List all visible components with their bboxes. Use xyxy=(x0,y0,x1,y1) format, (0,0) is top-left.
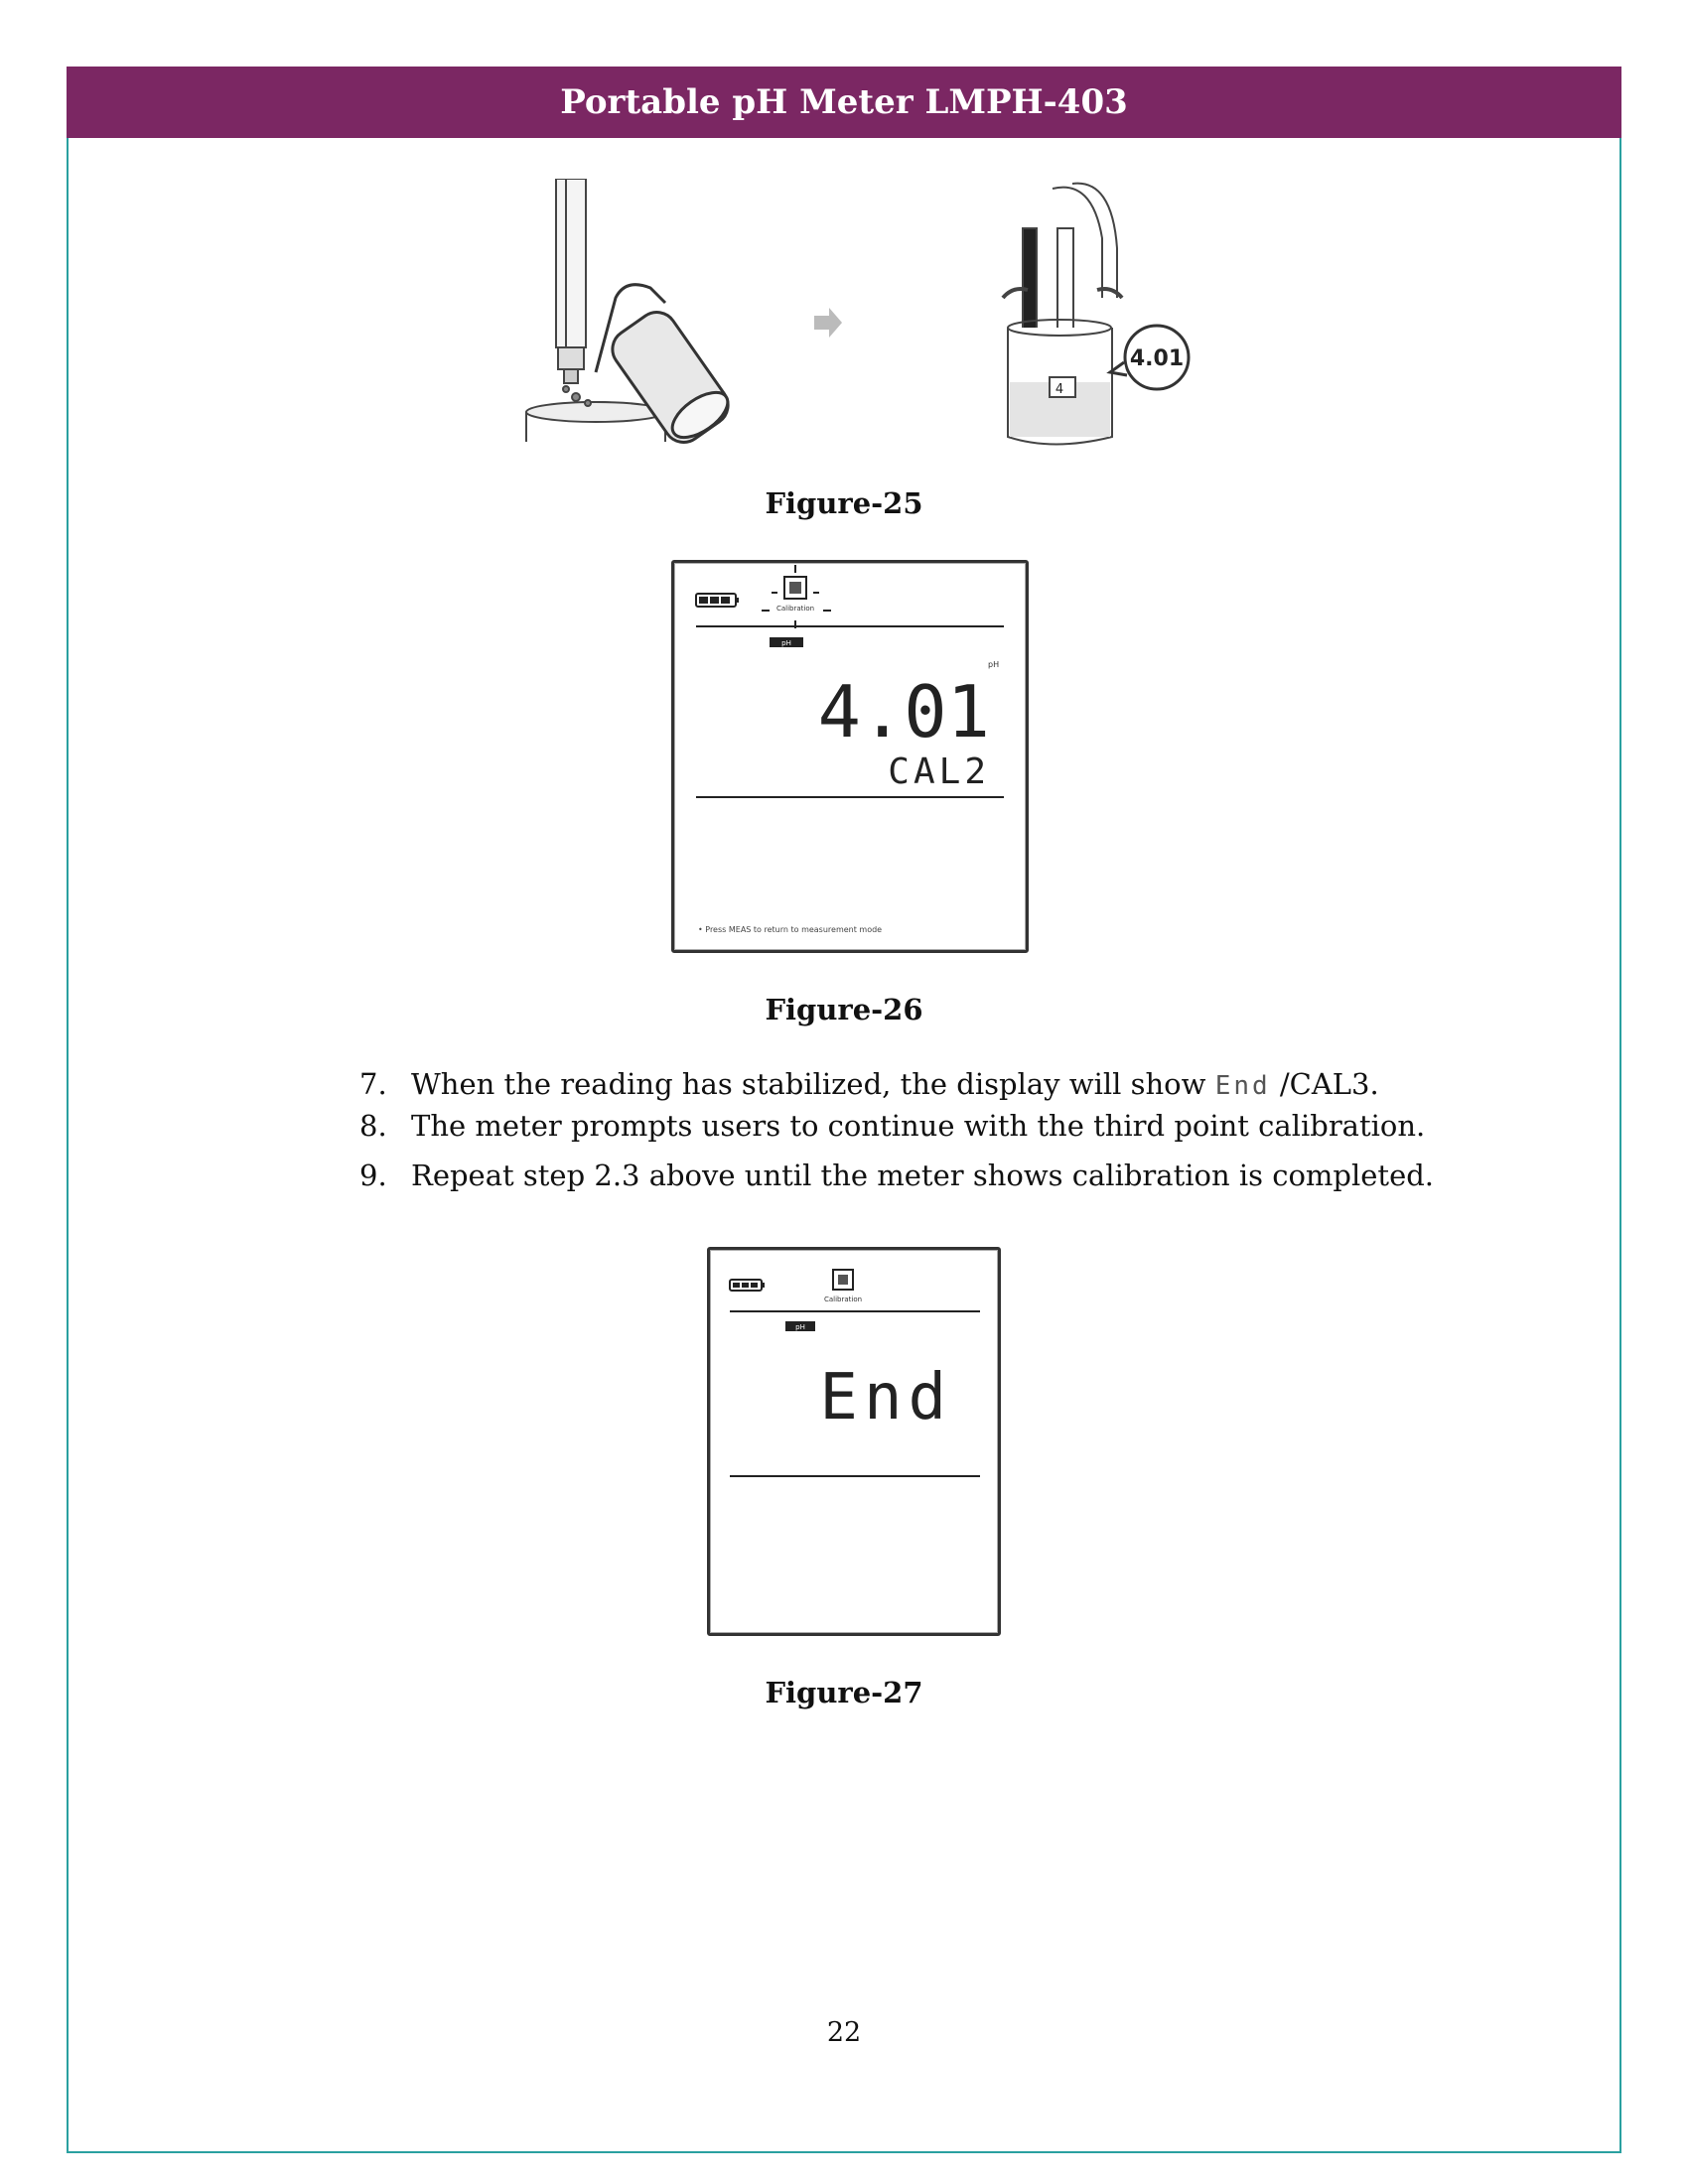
instruction-steps: 7. When the reading has stabilized, the … xyxy=(359,1064,1452,1195)
beaker-electrodes-icon xyxy=(1001,182,1124,446)
step-number: 7. xyxy=(359,1067,387,1101)
step-number: 8. xyxy=(359,1109,387,1143)
arrow-right-icon xyxy=(814,308,842,338)
reading-callout: 4.01 xyxy=(1130,346,1184,371)
lcd-26-graphic: Calibration pH pH 4.01 CAL2 • Press MEAS… xyxy=(695,565,1004,934)
main-reading: 4.01 xyxy=(818,670,990,753)
figure-27-lcd-display: Calibration pH End xyxy=(707,1247,1001,1636)
wash-bottle-icon xyxy=(594,283,730,444)
figure-25-illustration: 4 4.01 xyxy=(525,179,1191,446)
figure-27-caption: Figure-27 xyxy=(765,1676,923,1709)
step-item: 8. The meter prompts users to continue w… xyxy=(359,1106,1452,1146)
ph-tag: pH xyxy=(781,639,791,647)
mode-label: Calibration xyxy=(776,605,814,613)
page-number: 22 xyxy=(826,2017,862,2048)
page-header: Portable pH Meter LMPH-403 xyxy=(67,67,1621,138)
footer-note: • Press MEAS to return to measurement mo… xyxy=(698,925,882,934)
step-item: 7. When the reading has stabilized, the … xyxy=(359,1064,1452,1106)
calibration-icon xyxy=(832,1269,854,1291)
unit-label: pH xyxy=(988,660,999,669)
end-glyph: End xyxy=(1214,1071,1271,1101)
calibration-icon xyxy=(762,565,831,628)
beaker-label: 4 xyxy=(1055,382,1063,397)
ph-tag: pH xyxy=(795,1323,805,1331)
step-text: The meter prompts users to continue with… xyxy=(411,1109,1426,1143)
sub-reading: CAL2 xyxy=(888,751,990,792)
battery-icon xyxy=(695,593,739,608)
ph-tag-badge xyxy=(770,637,803,647)
main-reading: End xyxy=(819,1361,952,1434)
rinsing-electrode-icon xyxy=(525,179,666,442)
figure-25-caption: Figure-25 xyxy=(765,486,923,520)
header-title: Portable pH Meter LMPH-403 xyxy=(560,82,1128,122)
reading-callout-bubble xyxy=(1123,324,1191,391)
lcd-27-graphic: Calibration pH End xyxy=(729,1269,980,1477)
mode-label: Calibration xyxy=(824,1296,862,1303)
step-text: When the reading has stabilized, the dis… xyxy=(411,1067,1379,1101)
ph-tag-badge xyxy=(785,1321,815,1331)
battery-icon xyxy=(729,1279,765,1292)
figure-26-caption: Figure-26 xyxy=(765,993,923,1026)
figure-26-lcd-display: Calibration pH pH 4.01 CAL2 • Press MEAS… xyxy=(671,560,1029,953)
step-number: 9. xyxy=(359,1159,387,1192)
step-item: 9. Repeat step 2.3 above until the meter… xyxy=(359,1156,1452,1195)
step-text: Repeat step 2.3 above until the meter sh… xyxy=(411,1159,1435,1192)
